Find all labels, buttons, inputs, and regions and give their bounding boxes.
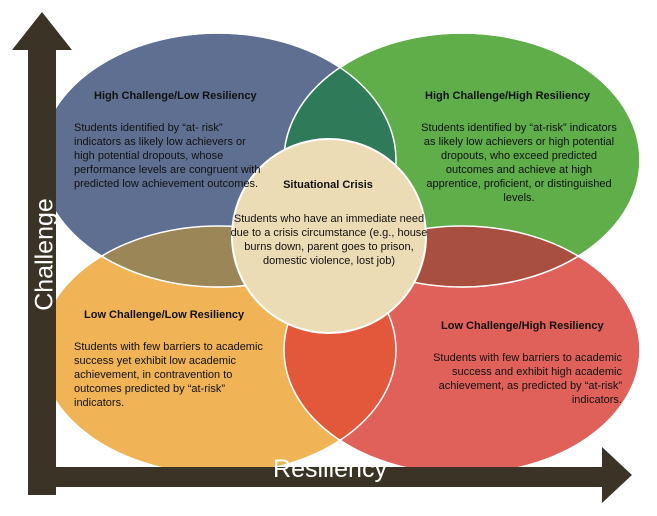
high-challenge-low-resiliency-title: High Challenge/Low Resiliency (94, 90, 257, 102)
high-challenge-high-resiliency-text: Students identified by “at-risk” indicat… (421, 122, 617, 204)
axes (12, 12, 632, 503)
high-challenge-high-resiliency-title: High Challenge/High Resiliency (425, 90, 591, 102)
center-circle-situational-crisis (231, 138, 427, 334)
low-challenge-high-resiliency-text: Students with few barriers to academic s… (433, 352, 622, 406)
high-challenge-low-resiliency-text: Students identified by “at- risk” indica… (74, 122, 261, 190)
situational-crisis-title: Situational Crisis (283, 179, 373, 191)
low-challenge-low-resiliency-text: Students with few barriers to academic s… (74, 341, 263, 409)
x-axis-label: Resiliency (273, 455, 387, 483)
situational-crisis-text: Students who have an immediate need due … (230, 213, 428, 267)
low-challenge-low-resiliency-title: Low Challenge/Low Resiliency (84, 309, 245, 321)
y-axis-label: Challenge (30, 198, 59, 311)
low-challenge-high-resiliency-title: Low Challenge/High Resiliency (441, 320, 604, 332)
x-axis-arrow (28, 447, 632, 503)
y-axis-arrow (12, 12, 72, 495)
